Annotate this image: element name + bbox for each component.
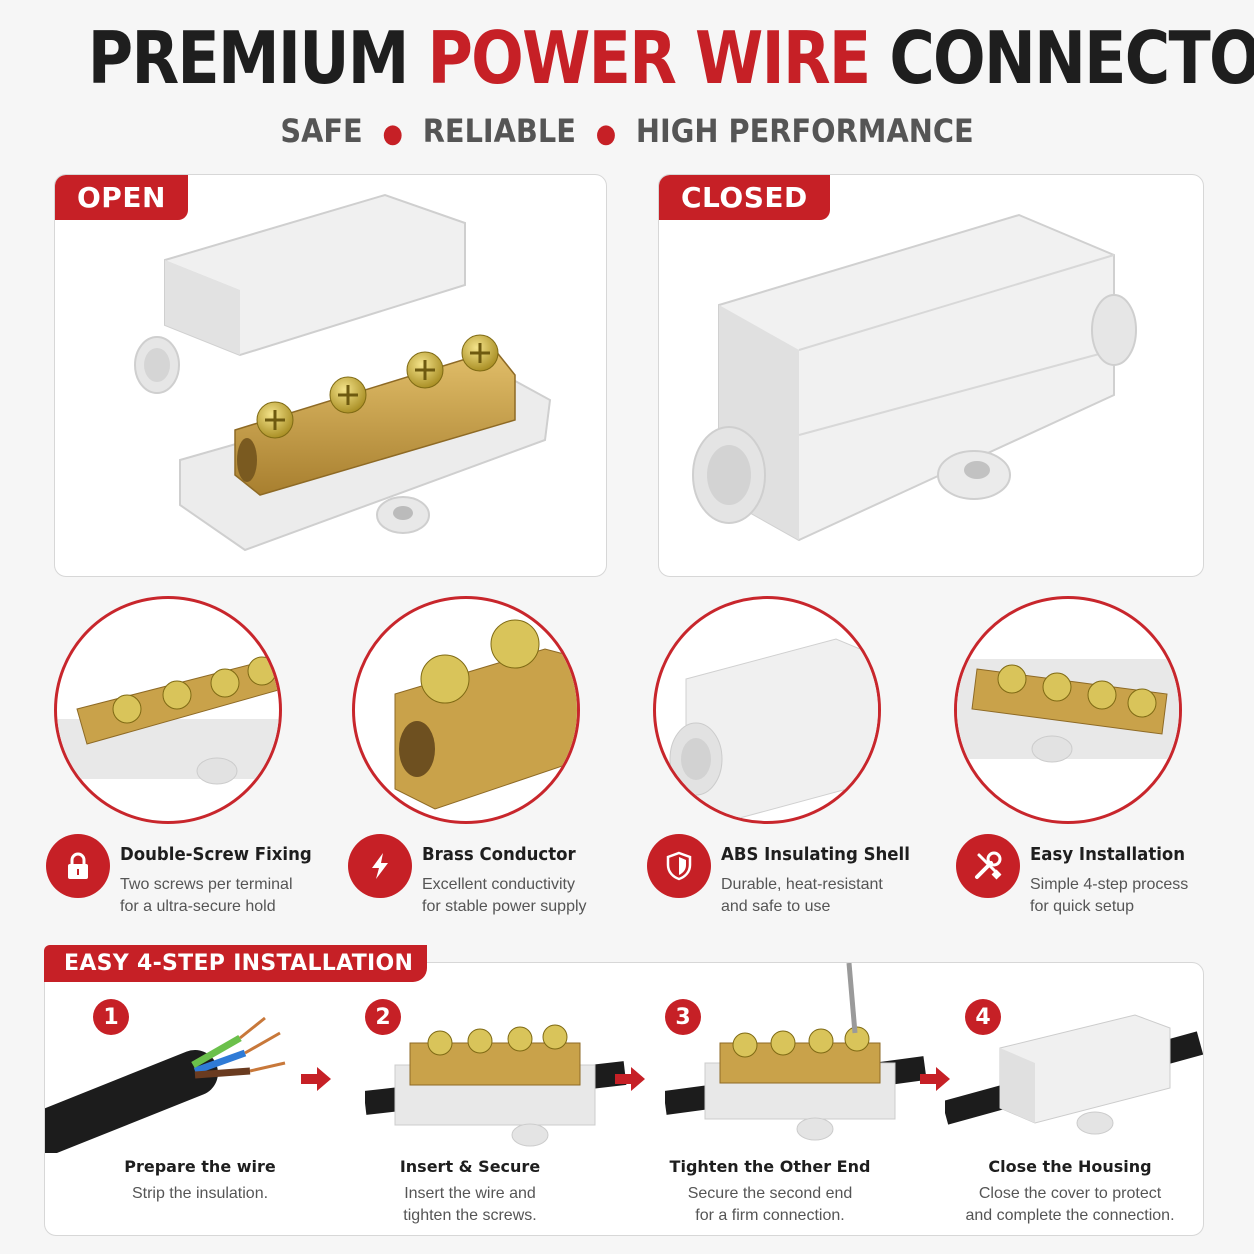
step-1: 1 Prepare the wire Strip the insulation. (45, 963, 365, 1237)
feature-desc: Excellent conductivity for stable power … (422, 876, 587, 915)
detail-circle-easy-install (954, 596, 1182, 824)
feature-double-screw: Double-Screw Fixing Two screws per termi… (46, 834, 336, 924)
step-desc: Secure the second end for a firm connect… (687, 1185, 853, 1224)
step-number: 1 (93, 999, 129, 1035)
closed-panel: CLOSED (658, 174, 1204, 577)
closed-housing-illustration (945, 1014, 1203, 1135)
insert-wire-illustration (365, 1024, 627, 1147)
title-part-1: PREMIUM (87, 16, 410, 100)
step-4: 4 Close the Housing Close the cover to p… (945, 963, 1235, 1237)
subtitle-item-safe: SAFE (280, 112, 363, 150)
feature-desc: Simple 4-step process for quick setup (1030, 876, 1189, 915)
step-number: 2 (365, 999, 401, 1035)
subtitle-item-performance: HIGH PERFORMANCE (635, 112, 974, 150)
step-desc: Strip the insulation. (131, 1185, 269, 1202)
closed-label: CLOSED (659, 175, 830, 220)
feature-desc: Durable, heat-resistant and safe to use (721, 876, 883, 915)
feature-title: Easy Installation (1030, 844, 1186, 865)
step-title: Prepare the wire (124, 1157, 276, 1176)
open-label: OPEN (55, 175, 188, 220)
tools-icon (956, 834, 1020, 898)
step-3: 3 Tighten the Other End Secure the secon… (665, 963, 955, 1237)
step-number: 3 (665, 999, 701, 1035)
feature-title: Brass Conductor (422, 844, 576, 865)
page-title: PREMIUM POWER WIRE CONNECTOR (87, 16, 1254, 100)
open-panel: OPEN (54, 174, 607, 577)
step-title: Close the Housing (988, 1157, 1152, 1176)
step-desc: Insert the wire and tighten the screws. (403, 1185, 537, 1224)
arrow-right-icon (615, 1067, 645, 1091)
step-title: Insert & Secure (399, 1157, 541, 1176)
detail-circle-brass (352, 596, 580, 824)
stripped-wire-illustration (45, 1016, 286, 1153)
feature-desc: Two screws per terminal for a ultra-secu… (120, 876, 293, 915)
feature-title: ABS Insulating Shell (721, 844, 910, 865)
tighten-screw-illustration (665, 963, 927, 1141)
title-part-3: CONNECTOR (889, 16, 1254, 100)
open-connector-illustration (134, 193, 552, 552)
lock-icon (46, 834, 110, 898)
arrow-right-icon (920, 1067, 950, 1091)
feature-brass: Brass Conductor Excellent conductivity f… (348, 834, 638, 924)
feature-easy-install: Easy Installation Simple 4-step process … (956, 834, 1246, 924)
feature-title: Double-Screw Fixing (120, 844, 312, 865)
step-2: 2 Insert & Secure Insert the wire and ti… (365, 963, 655, 1237)
step-title: Tighten the Other End (669, 1157, 871, 1176)
detail-circle-double-screw (54, 596, 282, 824)
feature-abs-shell: ABS Insulating Shell Durable, heat-resis… (647, 834, 937, 924)
subtitle-item-reliable: RELIABLE (422, 112, 576, 150)
step-desc: Close the cover to protect and complete … (965, 1185, 1175, 1224)
shield-icon (647, 834, 711, 898)
installation-label: EASY 4-STEP INSTALLATION (44, 945, 428, 982)
dot-separator: ● (382, 119, 403, 149)
title-part-2: POWER WIRE (427, 16, 872, 100)
lightning-icon (348, 834, 412, 898)
subtitle: SAFE ● RELIABLE ● HIGH PERFORMANCE (63, 112, 1192, 150)
detail-circle-abs-shell (653, 596, 881, 824)
dot-separator: ● (595, 119, 617, 149)
closed-connector-illustration (692, 213, 1137, 542)
arrow-right-icon (301, 1067, 331, 1091)
installation-panel: 1 Prepare the wire Strip the insulation.… (44, 962, 1204, 1236)
step-number: 4 (965, 999, 1001, 1035)
